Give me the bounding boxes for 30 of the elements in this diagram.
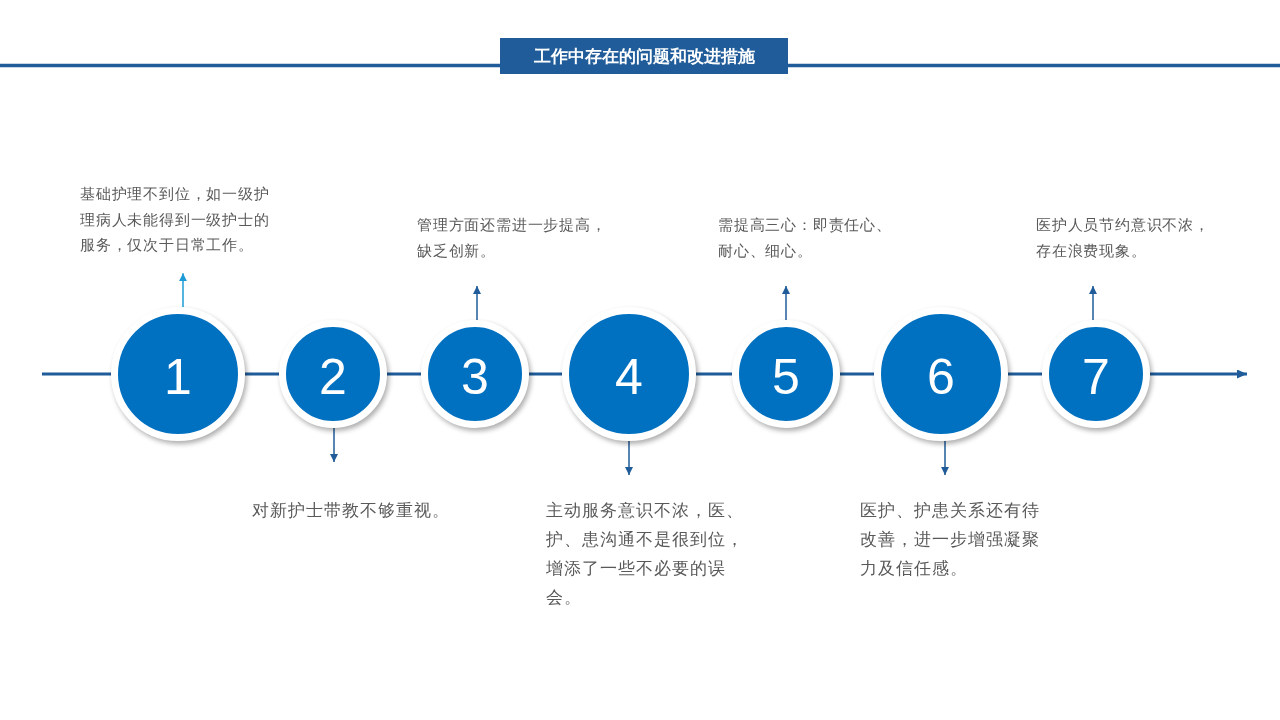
title-banner: 工作中存在的问题和改进措施 <box>500 38 788 74</box>
description-text: 医护人员节约意识不浓，存在浪费现象。 <box>1036 212 1216 264</box>
arrow <box>782 285 790 321</box>
description-text: 主动服务意识不浓，医、护、患沟通不是很到位，增添了一些不必要的误会。 <box>546 496 751 612</box>
timeline-line <box>245 372 279 376</box>
step-number: 5 <box>772 348 800 402</box>
step-number: 6 <box>927 348 955 402</box>
arrow <box>625 440 633 476</box>
timeline-line <box>1008 372 1042 376</box>
arrow <box>1150 369 1247 379</box>
timeline-line <box>840 372 874 376</box>
step-number: 3 <box>461 348 489 402</box>
description-text: 需提高三心：即责任心、耐心、细心。 <box>718 212 898 264</box>
step-number: 4 <box>615 348 643 402</box>
arrow <box>179 272 187 308</box>
arrow <box>1089 285 1097 321</box>
arrow <box>330 427 338 463</box>
step-number: 2 <box>319 348 347 402</box>
timeline-line <box>529 372 562 376</box>
step-number: 1 <box>164 348 192 402</box>
timeline-line <box>387 372 421 376</box>
description-text: 医护、护患关系还有待改善，进一步增强凝聚力及信任感。 <box>860 496 1052 583</box>
arrow <box>473 285 481 321</box>
description-text: 管理方面还需进一步提高，缺乏创新。 <box>417 212 611 264</box>
arrow <box>941 440 949 476</box>
timeline-line <box>42 372 111 376</box>
description-text: 对新护士带教不够重视。 <box>252 496 457 525</box>
step-number: 7 <box>1082 348 1110 402</box>
timeline-line <box>696 372 732 376</box>
description-text: 基础护理不到位，如一级护理病人未能得到一级护士的服务，仅次于日常工作。 <box>80 181 274 258</box>
